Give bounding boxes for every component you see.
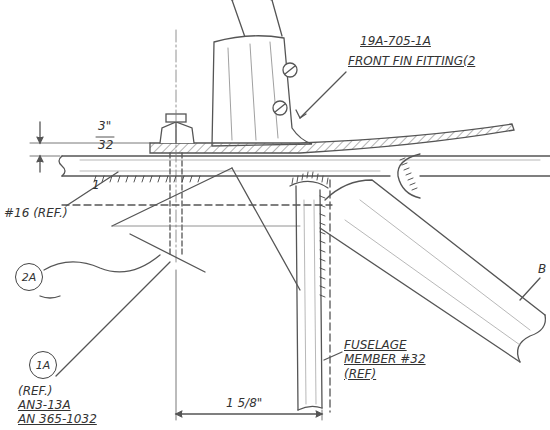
drawing-label: #16 (REF.) [4, 206, 68, 220]
drawing-label: AN 365-1032 [18, 412, 97, 426]
drawing-label: 19A-705-1A [360, 34, 431, 48]
drawing-label: FRONT FIN FITTING(2 [348, 54, 475, 68]
drawing-label: 32 [98, 138, 113, 152]
callout-circle: 2A [15, 263, 43, 291]
drawing-label: 1 [92, 178, 100, 192]
callout-number: 1A [36, 359, 51, 372]
callout-number: 2A [22, 271, 37, 284]
drawing-label: B [538, 262, 546, 276]
drawing-label: 3" [98, 119, 111, 133]
drawing-label: (REF.) [18, 384, 52, 398]
drawing-label: FUSELAGE MEMBER #32 (REF) [344, 338, 444, 381]
drawing-label: 1 5/8" [226, 396, 262, 410]
callout-circle: 1A [29, 351, 57, 379]
drawing-label: AN3-13A [18, 398, 71, 412]
